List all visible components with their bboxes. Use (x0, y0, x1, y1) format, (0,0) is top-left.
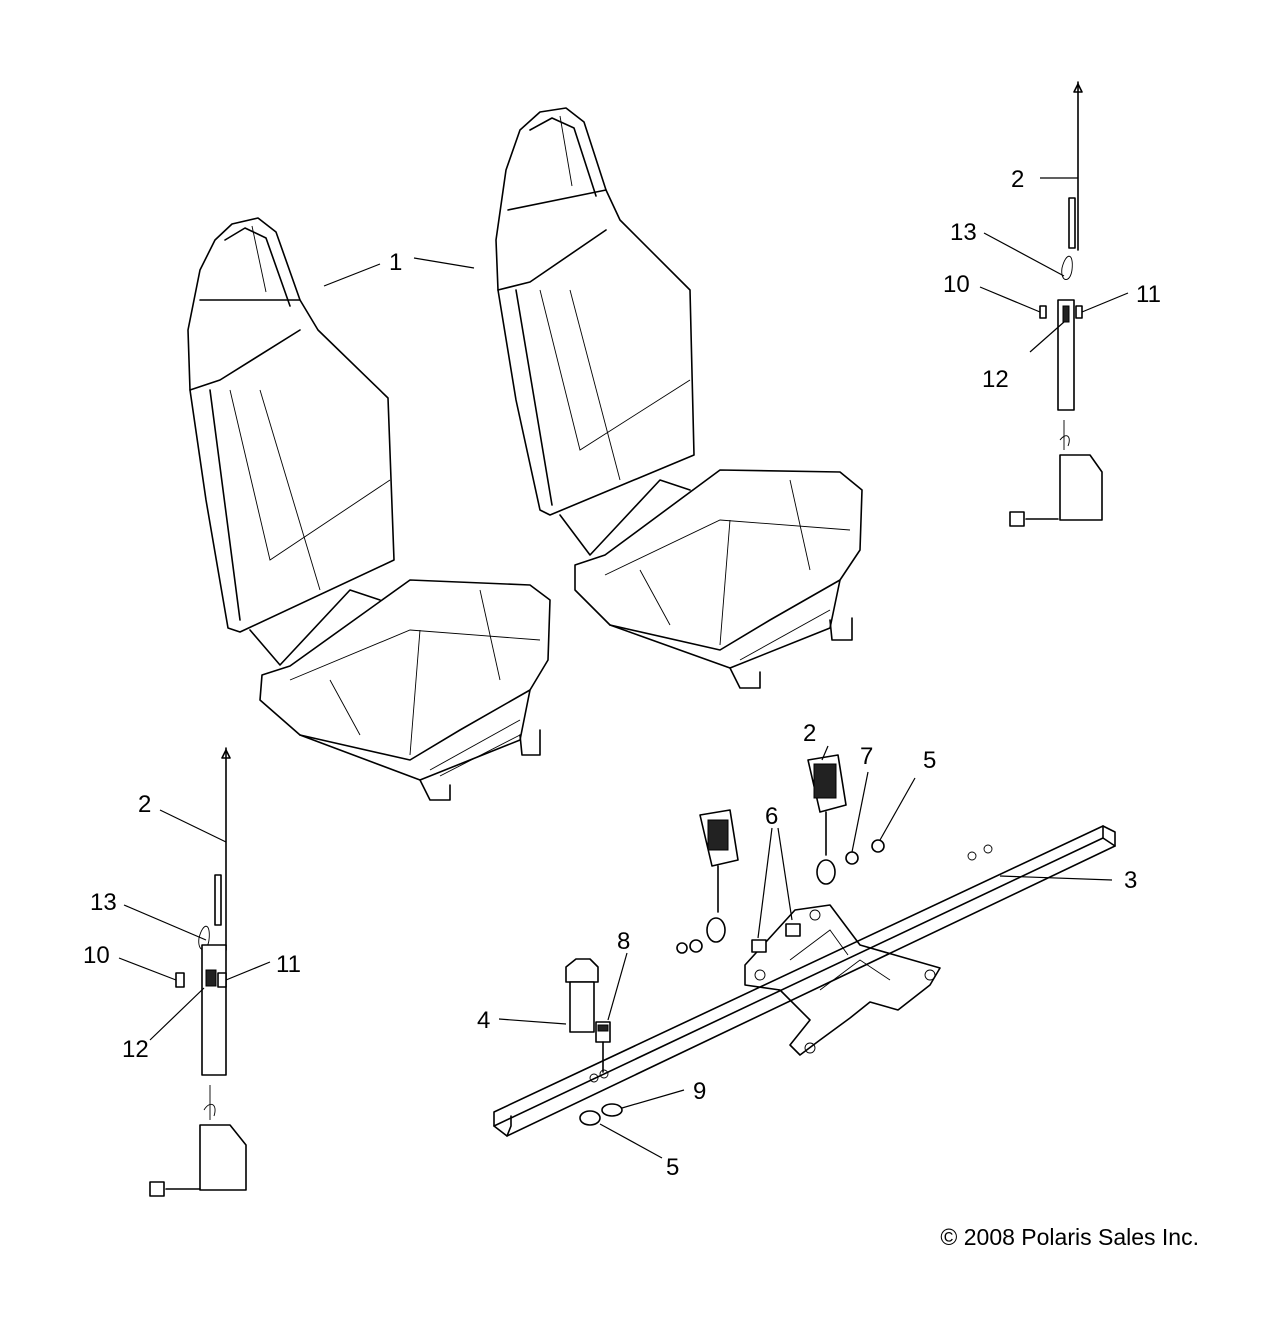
callout-12-left: 12 (122, 1036, 149, 1063)
callout-2-left: 2 (138, 791, 151, 818)
seat-right (495, 107, 863, 689)
callout-12-top-right: 12 (982, 366, 1009, 393)
callout-numbers: 1 2 13 10 11 12 2 7 5 6 3 8 4 9 5 2 13 1… (83, 166, 1161, 1181)
callout-7: 7 (860, 743, 873, 770)
callout-11-left: 11 (276, 951, 301, 978)
seat-left (187, 217, 551, 801)
buckle-right (807, 754, 885, 885)
callout-11-top-right: 11 (1136, 281, 1161, 308)
nut-5-bottom (579, 1110, 601, 1126)
callout-3: 3 (1124, 867, 1137, 894)
bolts-6 (751, 923, 801, 953)
callout-13-top-right: 13 (950, 219, 977, 246)
callout-10-left: 10 (83, 942, 110, 969)
copyright-notice: © 2008 Polaris Sales Inc. (940, 1224, 1199, 1250)
callout-10-top-right: 10 (943, 271, 970, 298)
callout-5-top: 5 (923, 747, 936, 774)
callout-4: 4 (477, 1007, 490, 1034)
callout-6: 6 (765, 803, 778, 830)
nut-9 (601, 1103, 623, 1117)
callout-8: 8 (617, 928, 630, 955)
callout-1: 1 (389, 249, 402, 276)
leader-lines (118, 177, 1129, 1159)
callout-5-bottom: 5 (666, 1154, 679, 1181)
seat-belt-assembly-top-right (1009, 81, 1103, 527)
buckle-left (676, 809, 739, 954)
callout-2-top-right: 2 (1011, 166, 1024, 193)
callout-13-left: 13 (90, 889, 117, 916)
bolt-4 (565, 958, 599, 1033)
callout-2-belt: 2 (803, 720, 816, 747)
callout-9: 9 (693, 1078, 706, 1105)
bolt-8 (595, 1021, 611, 1073)
seat-belt-assembly-left (149, 747, 247, 1197)
cross-tube (493, 825, 1116, 1137)
seat-mount-bracket (744, 904, 941, 1056)
